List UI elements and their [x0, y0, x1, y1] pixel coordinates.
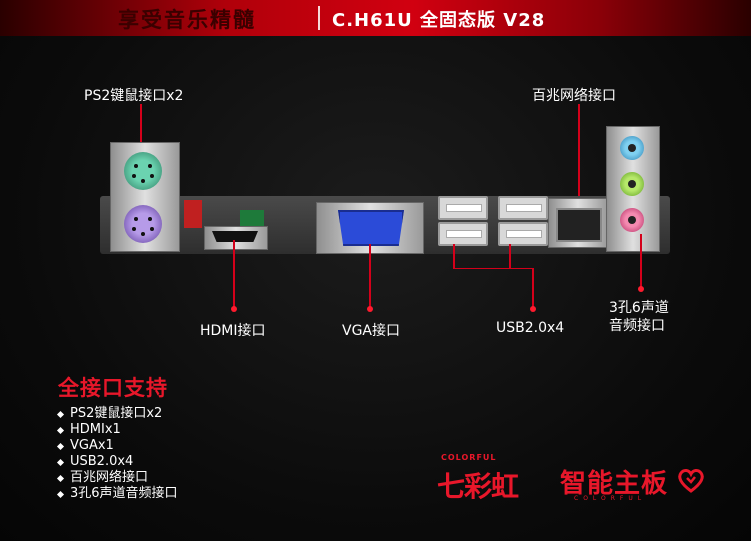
callout-vga-line — [369, 244, 371, 308]
audio-mic-jack-icon — [620, 208, 644, 232]
header-separator — [318, 6, 320, 30]
component-icon — [240, 210, 264, 226]
callout-usb-bracket-bar — [453, 268, 533, 269]
callout-usb-dot — [530, 306, 536, 312]
colorful-logo: COLORFUL 七彩虹 — [435, 453, 545, 503]
audio-line-in-jack-icon — [620, 136, 644, 160]
top-banner: 享受音乐精髓 C.H61U 全固态版 V28 — [0, 0, 751, 36]
usb-port-1-icon — [438, 196, 488, 220]
hdmi-port-icon — [212, 231, 258, 242]
callout-lan-label: 百兆网络接口 — [532, 88, 616, 104]
usb-port-2-icon — [438, 222, 488, 246]
callout-hdmi-label: HDMI接口 — [200, 323, 266, 339]
callout-ps2-label: PS2键鼠接口x2 — [84, 88, 184, 104]
callout-usb-line — [532, 268, 534, 308]
callout-vga-label: VGA接口 — [342, 323, 401, 339]
callout-hdmi-line — [233, 240, 235, 308]
support-title: 全接口支持 — [58, 376, 168, 400]
callout-audio-dot — [638, 286, 644, 292]
header-slogan: 享受音乐精髓 — [118, 8, 256, 32]
diamond-bullet-icon — [56, 426, 65, 434]
diamond-bullet-icon — [56, 410, 65, 418]
callout-vga-dot — [367, 306, 373, 312]
callout-ps2-line — [140, 104, 142, 160]
diamond-bullet-icon — [56, 458, 65, 466]
header-model: C.H61U 全固态版 V28 — [332, 10, 546, 31]
list-item: VGAx1 — [56, 438, 178, 454]
list-item: PS2键鼠接口x2 — [56, 406, 178, 422]
smart-board-logo-sub: COLORFUL — [574, 495, 647, 502]
smart-board-logo: 智能主板 — [560, 469, 669, 499]
vga-port-icon — [338, 210, 404, 246]
list-item: HDMIx1 — [56, 422, 178, 438]
diamond-bullet-icon — [56, 442, 65, 450]
callout-usb-bracket-mid — [509, 244, 511, 268]
callout-audio-label-1: 3孔6声道 — [609, 300, 669, 316]
diamond-bullet-icon — [56, 474, 65, 482]
callout-lan-line — [578, 104, 580, 200]
callout-usb-label: USB2.0x4 — [496, 320, 565, 336]
ps2-keyboard-port-icon — [124, 205, 162, 243]
colorful-logo-small-text: COLORFUL — [441, 453, 497, 462]
colorful-logo-cn-text: 七彩虹 — [437, 470, 519, 503]
usb-port-4-icon — [498, 222, 548, 246]
lan-port-icon — [556, 208, 602, 242]
list-item: USB2.0x4 — [56, 454, 178, 470]
support-list: PS2键鼠接口x2 HDMIx1 VGAx1 USB2.0x4 百兆网络接口 3… — [56, 406, 178, 502]
audio-line-out-jack-icon — [620, 172, 644, 196]
ps2-mouse-port-icon — [124, 152, 162, 190]
callout-usb-bracket-left — [453, 244, 455, 268]
callout-hdmi-dot — [231, 306, 237, 312]
list-item: 百兆网络接口 — [56, 470, 178, 486]
usb-port-3-icon — [498, 196, 548, 220]
callout-audio-label-2: 音频接口 — [609, 318, 665, 334]
capacitor-icon — [184, 200, 202, 228]
diamond-bullet-icon — [56, 490, 65, 498]
callout-audio-line — [640, 234, 642, 288]
list-item: 3孔6声道音频接口 — [56, 486, 178, 502]
heart-logo-icon — [678, 469, 704, 493]
